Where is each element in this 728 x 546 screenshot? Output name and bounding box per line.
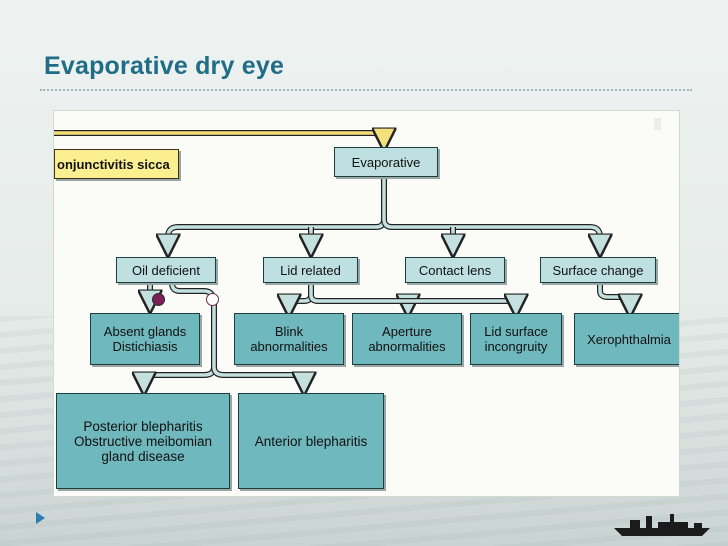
node-absent-glands: Absent glands Distichiasis (90, 313, 200, 365)
node-blink-abnormalities: Blink abnormalities (234, 313, 344, 365)
hollow-marker-icon (206, 293, 219, 306)
next-slide-arrow-icon[interactable] (36, 512, 45, 524)
node-keratoconjunctivitis-sicca: onjunctivitis sicca (54, 149, 179, 179)
node-lid-related: Lid related (263, 257, 358, 283)
surface-to-xerophthalmia-connector (597, 283, 630, 313)
oil-to-blepharitis-connector (144, 282, 304, 391)
node-surface-change: Surface change (540, 257, 656, 283)
node-aperture-abnormalities: Aperture abnormalities (352, 313, 462, 365)
node-oil-deficient: Oil deficient (116, 257, 216, 283)
lid-related-branch-connector (289, 283, 516, 313)
slide-title: Evaporative dry eye (44, 52, 285, 80)
node-anterior-blepharitis: Anterior blepharitis (238, 393, 384, 489)
node-posterior-blepharitis: Posterior blepharitis Obstructive meibom… (56, 393, 230, 489)
background-print-bleed: ▒ (654, 119, 662, 130)
node-xerophthalmia: Xerophthalmia (574, 313, 679, 365)
node-evaporative: Evaporative (334, 147, 438, 177)
title-divider (40, 89, 692, 91)
evaporative-branch-connector (168, 177, 600, 253)
node-lid-surface-incongruity: Lid surface incongruity (470, 313, 562, 365)
diagram-figure: ▒ onjunctivitis sicca Evaporative Oil de… (54, 111, 679, 496)
connector-layer (54, 111, 679, 496)
top-incoming-arrow (54, 133, 384, 147)
ship-silhouette-icon (614, 514, 710, 536)
node-contact-lens: Contact lens (405, 257, 505, 283)
filled-marker-icon (152, 293, 165, 306)
